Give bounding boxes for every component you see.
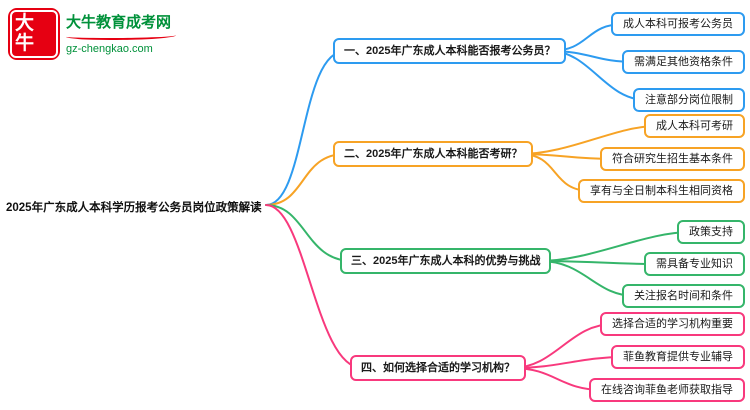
branch-node-2: 二、2025年广东成人本科能否考研？: [333, 141, 534, 167]
leaf-node-2-2: 符合研究生招生基本条件: [600, 147, 745, 171]
logo-brand-name: 大牛教育成考网: [66, 14, 172, 31]
leaf-node-4-1: 选择合适的学习机构重要: [600, 312, 745, 336]
branch-node-4: 四、如何选择合适的学习机构？: [350, 355, 526, 381]
logo-text-block: 大牛教育成考网 gz-chengkao.com: [66, 8, 176, 56]
leaf-node-4-3: 在线咨询菲鱼老师获取指导: [589, 378, 745, 402]
leaf-node-1-3: 注意部分岗位限制: [633, 88, 745, 112]
leaf-node-3-2: 需具备专业知识: [644, 252, 745, 276]
logo-underline-swoosh: [66, 32, 176, 40]
leaf-node-4-2: 菲鱼教育提供专业辅导: [611, 345, 745, 369]
connector-line: [265, 153, 346, 206]
logo-icon-text: 大牛: [10, 10, 58, 58]
leaf-node-2-3: 享有与全日制本科生相同资格: [578, 179, 745, 203]
logo-site-url: gz-chengkao.com: [66, 43, 153, 55]
leaf-node-3-3: 关注报名时间和条件: [622, 284, 745, 308]
leaf-node-1-1: 成人本科可报考公务员: [611, 12, 745, 36]
daniu-bull-logo-icon: 大牛: [8, 8, 60, 60]
leaf-node-1-2: 需满足其他资格条件: [622, 50, 745, 74]
connector-line: [265, 50, 346, 206]
site-logo[interactable]: 大牛 大牛教育成考网 gz-chengkao.com: [8, 8, 176, 60]
leaf-node-3-1: 政策支持: [677, 220, 745, 244]
connector-line: [265, 204, 353, 262]
connector-line: [539, 260, 636, 297]
branch-node-3: 三、2025年广东成人本科的优势与挑战: [340, 248, 552, 274]
connector-line: [265, 204, 363, 369]
connector-line: [511, 323, 614, 369]
connector-line: [511, 356, 625, 369]
root-node: 2025年广东成人本科学历报考公务员岗位政策解读: [4, 198, 264, 216]
connector-line: [539, 231, 691, 262]
branch-node-1: 一、2025年广东成人本科能否报考公务员？: [333, 38, 567, 64]
connector-line: [519, 125, 658, 155]
leaf-node-2-1: 成人本科可考研: [644, 114, 745, 138]
